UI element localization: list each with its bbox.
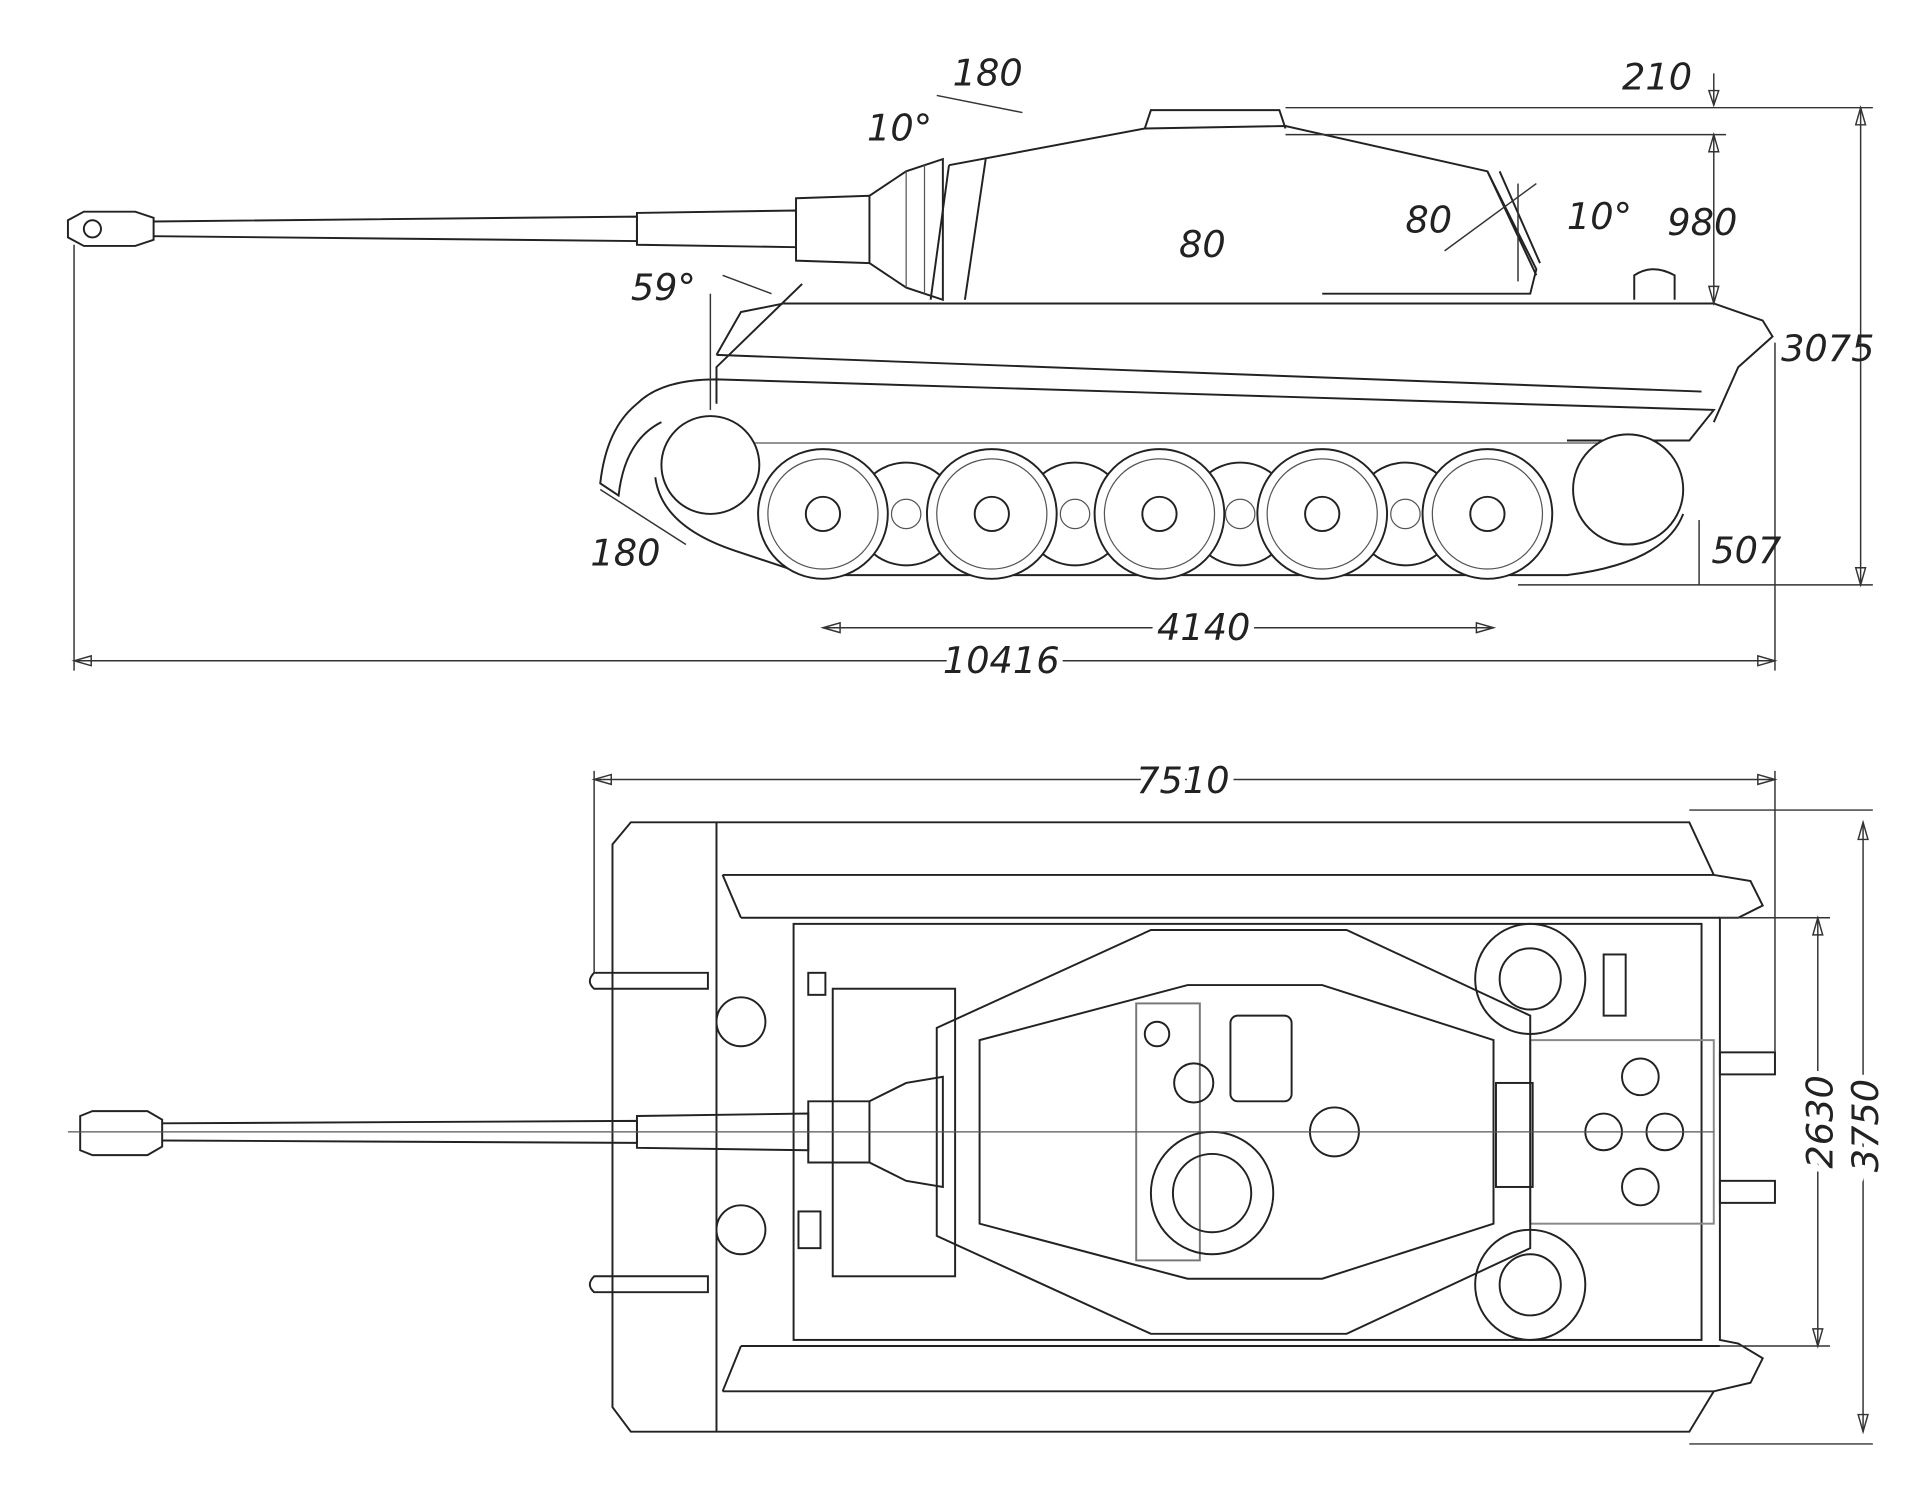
side-dimension-lines bbox=[71, 73, 1873, 671]
turret-side bbox=[929, 109, 1676, 300]
side-view: 180 10° 210 980 80 80 10° 59° 3075 180 5… bbox=[66, 52, 1875, 688]
cupola-height-label: 210 bbox=[1622, 55, 1692, 98]
overall-length-label: 10416 bbox=[943, 639, 1060, 682]
turret-rear-angle-label: 10° bbox=[1567, 195, 1632, 238]
track-gauge-label: 2630 bbox=[1798, 1075, 1841, 1168]
gun-side bbox=[66, 157, 944, 302]
overall-height-label: 3075 bbox=[1781, 327, 1874, 370]
overall-width-label: 3750 bbox=[1844, 1079, 1887, 1172]
turret-rear-armor-label: 80 bbox=[1405, 198, 1452, 241]
mantlet-thickness-label: 180 bbox=[953, 52, 1023, 95]
hull-length-label: 7510 bbox=[1136, 759, 1229, 802]
mantlet-angle-label: 10° bbox=[867, 107, 932, 150]
glacis-armor-label: 180 bbox=[590, 531, 660, 574]
hull-side bbox=[599, 283, 1774, 577]
top-view: 7510 2630 3750 bbox=[67, 753, 1893, 1445]
glacis-angle-label: 59° bbox=[631, 266, 696, 309]
turret-height-label: 980 bbox=[1667, 201, 1737, 244]
gun-top bbox=[67, 1075, 1714, 1189]
turret-side-armor-label: 80 bbox=[1179, 223, 1226, 266]
hull-top bbox=[588, 821, 1776, 1433]
ground-contact-length-label: 4140 bbox=[1157, 606, 1250, 649]
top-dimension-lines bbox=[591, 770, 1873, 1445]
road-wheels bbox=[660, 415, 1685, 580]
ground-clearance-label: 507 bbox=[1711, 529, 1782, 572]
